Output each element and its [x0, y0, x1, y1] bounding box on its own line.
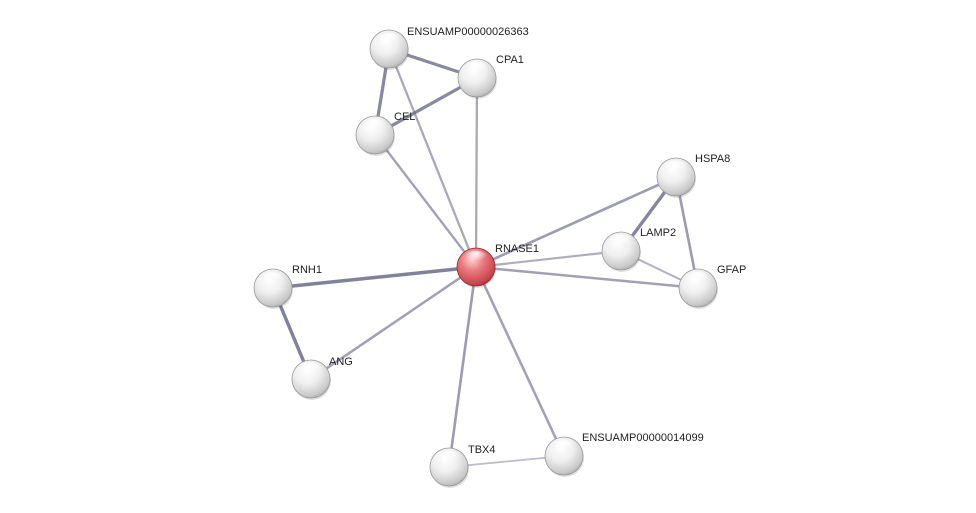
edge-ensuamp00000014099-rnase1[interactable]	[474, 265, 566, 458]
node-label-ensuamp00000026363: ENSUAMP00000026363	[407, 26, 529, 38]
node-label-ensuamp00000014099: ENSUAMP00000014099	[582, 432, 704, 444]
node-label-cel: CEL	[394, 111, 415, 123]
node-label-rnase1: RNASE1	[495, 243, 539, 255]
edge-rnh1-rnase1[interactable]	[271, 265, 478, 290]
node-label-cpa1: CPA1	[496, 54, 524, 66]
node-ang[interactable]: ANG	[291, 356, 353, 400]
edge-ang-rnase1[interactable]	[309, 265, 478, 381]
node-label-rnh1: RNH1	[292, 264, 322, 276]
node-label-lamp2: LAMP2	[640, 227, 676, 239]
node-hspa8[interactable]: HSPA8	[656, 153, 730, 198]
node-label-ang: ANG	[329, 356, 353, 368]
node-gloss	[609, 234, 633, 250]
node-gloss	[377, 32, 401, 48]
edge-tbx4-rnase1[interactable]	[447, 265, 478, 469]
node-ensuamp00000014099[interactable]: ENSUAMP00000014099	[544, 432, 704, 477]
edge-cpa1-rnase1[interactable]	[474, 76, 479, 269]
edge-cpa1-cel[interactable]	[373, 76, 479, 137]
node-cel[interactable]: CEL	[355, 111, 415, 156]
node-gloss	[261, 271, 285, 287]
node-gloss	[299, 362, 323, 378]
node-label-tbx4: TBX4	[468, 444, 496, 456]
node-rnh1[interactable]: RNH1	[253, 264, 322, 309]
node-lamp2[interactable]: LAMP2	[601, 227, 676, 272]
node-gloss	[552, 439, 576, 455]
edge-ensuamp00000026363-rnase1[interactable]	[387, 47, 478, 269]
node-gloss	[686, 271, 710, 287]
edge-hspa8-rnase1[interactable]	[474, 175, 678, 269]
node-label-hspa8: HSPA8	[695, 153, 730, 165]
node-gloss	[464, 250, 488, 266]
node-tbx4[interactable]: TBX4	[429, 444, 496, 488]
edge-lamp2-rnase1[interactable]	[474, 249, 623, 269]
node-gloss	[363, 118, 387, 134]
node-gloss	[664, 160, 688, 176]
edge-cel-rnase1[interactable]	[373, 133, 478, 269]
node-gloss	[437, 450, 461, 466]
node-cpa1[interactable]: CPA1	[457, 54, 524, 99]
node-rnase1[interactable]: RNASE1	[456, 243, 539, 288]
node-gloss	[465, 61, 489, 77]
node-label-gfap: GFAP	[717, 264, 746, 276]
edge-gfap-rnase1[interactable]	[474, 265, 700, 290]
node-gfap[interactable]: GFAP	[678, 264, 746, 309]
node-ensuamp00000026363[interactable]: ENSUAMP00000026363	[369, 26, 529, 70]
